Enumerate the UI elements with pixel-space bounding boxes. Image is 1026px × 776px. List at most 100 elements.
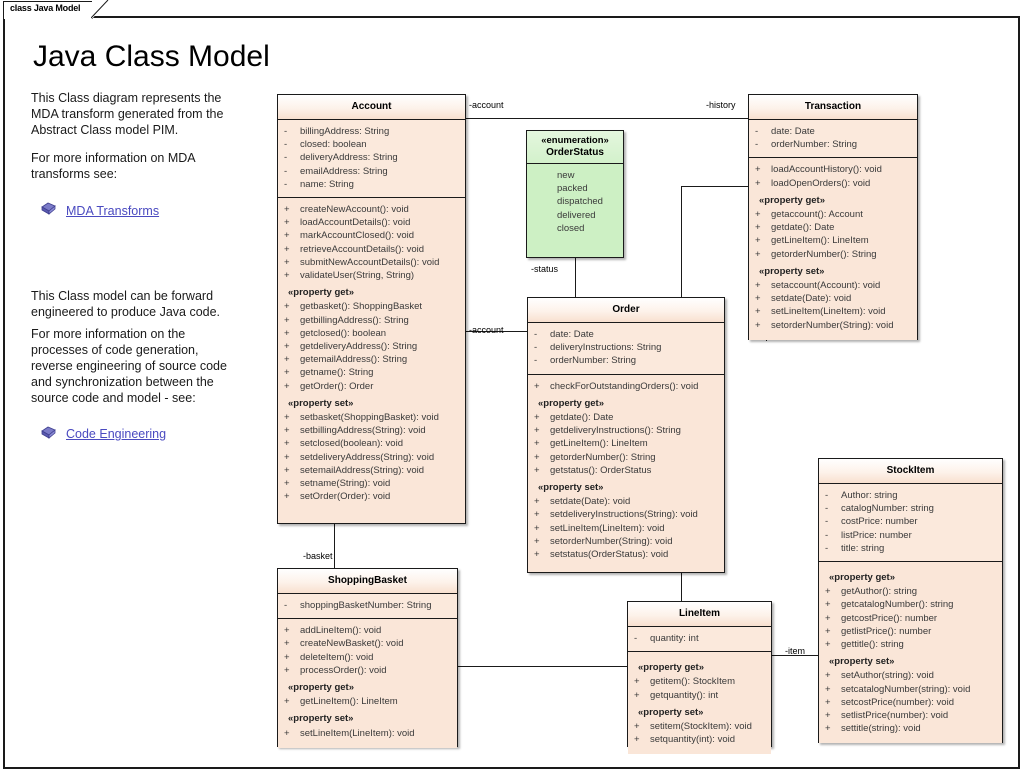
member-visibility: +: [284, 464, 290, 476]
member-visibility: +: [284, 256, 290, 268]
class-member-row: -costPrice: number: [819, 515, 1002, 528]
member-signature: setOrder(Order): void: [300, 491, 391, 503]
member-signature: gettitle(): string: [841, 639, 904, 651]
member-signature: setAuthor(string): void: [841, 670, 934, 682]
member-signature: catalogNumber: string: [841, 503, 934, 515]
connector-label-account-top: -account: [469, 100, 504, 110]
class-member-row: -orderNumber: String: [749, 138, 917, 151]
member-signature: deliveryInstructions: String: [550, 342, 662, 354]
class-member-row: +getLineItem(): LineItem: [528, 437, 724, 450]
class-attributes-lineitem: -quantity: int: [628, 627, 771, 653]
member-signature: Author: string: [841, 490, 898, 501]
class-member-row: +setOrder(Order): void: [278, 490, 465, 503]
class-member-row: +getstatus(): OrderStatus: [528, 464, 724, 477]
class-member-row: -catalogNumber: string: [819, 502, 1002, 515]
member-signature: shoppingBasketNumber: String: [300, 600, 432, 611]
class-attributes-transaction: -date: Date-orderNumber: String: [749, 120, 917, 159]
class-member-row: +setorderNumber(String): void: [528, 535, 724, 548]
diagram-tab-corner-line: [91, 0, 109, 19]
class-member-row: -name: String: [278, 178, 465, 191]
class-attributes-stockitem: - Author: string-catalogNumber: string-co…: [819, 484, 1002, 563]
member-visibility: -: [284, 152, 288, 164]
member-visibility: +: [755, 209, 761, 221]
link-mda-transforms[interactable]: MDA Transforms: [66, 204, 160, 218]
member-visibility: +: [534, 438, 540, 450]
member-visibility: +: [755, 177, 761, 189]
member-signature: processOrder(): void: [300, 664, 387, 676]
class-member-row: +submitNewAccountDetails(): void: [278, 256, 465, 269]
connector-orderstatus-order: [575, 257, 576, 298]
member-signature: getstatus(): OrderStatus: [550, 464, 652, 476]
member-signature: getorderNumber(): String: [550, 451, 656, 463]
member-visibility: +: [284, 651, 290, 663]
class-member-row: -billingAddress: String: [278, 125, 465, 138]
class-member-row: +setquantity(int): void: [628, 733, 771, 746]
class-member-row: -emailAddress: String: [278, 165, 465, 178]
member-visibility: +: [634, 689, 640, 701]
member-signature: setstatus(OrderStatus): void: [550, 549, 669, 561]
member-visibility: +: [284, 327, 290, 339]
class-box-order[interactable]: Order -date: Date-deliveryInstructions: …: [527, 297, 725, 573]
member-stereotype: «property set»: [288, 713, 354, 725]
class-name-order: Order: [528, 298, 724, 323]
member-visibility: -: [284, 139, 288, 151]
class-member-row: +getOrder(): Order: [278, 380, 465, 393]
connector-account-transaction: [466, 118, 749, 119]
member-signature: dispatched: [557, 196, 603, 208]
member-signature: getdeliveryAddress(): String: [300, 341, 418, 353]
class-member-row: +setorderNumber(String): void: [749, 319, 917, 332]
class-member-row: +getcatalogNumber(): string: [819, 598, 1002, 611]
member-signature: setaccount(Account): void: [771, 280, 881, 292]
class-box-account[interactable]: Account -billingAddress: String-closed: …: [277, 94, 466, 524]
member-visibility: -: [825, 516, 829, 528]
member-stereotype: «property set»: [638, 706, 704, 718]
class-member-row: +setbasket(ShoppingBasket): void: [278, 411, 465, 424]
connector-label-basket: -basket: [303, 551, 333, 561]
member-signature: setdate(Date): void: [550, 496, 631, 508]
member-stereotype: «property get»: [759, 194, 825, 206]
member-signature: getquantity(): int: [650, 689, 719, 701]
class-member-row: -deliveryInstructions: String: [528, 341, 724, 354]
class-member-row: +setcatalogNumber(string): void: [819, 683, 1002, 696]
member-visibility: +: [534, 535, 540, 547]
member-visibility: +: [284, 438, 290, 450]
class-box-stockitem[interactable]: StockItem -Author: string-catalogNumber:…: [818, 458, 1003, 744]
member-signature: setcatalogNumber(string): void: [841, 683, 971, 695]
class-member-row: -date: Date: [528, 328, 724, 341]
member-signature: name: String: [300, 178, 354, 190]
member-visibility: +: [534, 380, 540, 392]
class-box-shoppingbasket[interactable]: ShoppingBasket -shoppingBasketNumber: St…: [277, 568, 458, 748]
class-member-row: +checkForOutstandingOrders(): void: [528, 380, 724, 393]
member-signature: setLineItem(LineItem): void: [550, 522, 665, 534]
member-visibility: +: [534, 425, 540, 437]
class-box-transaction[interactable]: Transaction -date: Date-orderNumber: Str…: [748, 94, 918, 340]
class-box-lineitem[interactable]: LineItem -quantity: int «property get»+g…: [627, 601, 772, 755]
member-signature: createNewAccount(): void: [300, 204, 409, 216]
class-member-row: +markAccountClosed(): void: [278, 229, 465, 242]
class-member-row: packed: [527, 182, 623, 195]
member-visibility: -: [284, 600, 288, 611]
note-code-generation: For more information on the processes of…: [31, 327, 227, 405]
class-member-row: +getlistPrice(): number: [819, 625, 1002, 638]
member-signature: setdate(Date): void: [771, 293, 852, 305]
member-visibility: +: [825, 639, 831, 651]
member-visibility: +: [284, 341, 290, 353]
link-code-engineering[interactable]: Code Engineering: [66, 427, 167, 441]
member-signature: settitle(string): void: [841, 723, 921, 735]
class-member-row: -listPrice: number: [819, 529, 1002, 542]
member-visibility: -: [284, 165, 288, 177]
connector-lineitem-stockitem: [772, 655, 819, 656]
member-visibility: +: [825, 625, 831, 637]
connector-label-item: -item: [785, 646, 805, 656]
class-operations-account: +createNewAccount(): void+loadAccountDet…: [278, 198, 465, 512]
member-signature: setclosed(boolean): void: [300, 438, 403, 450]
class-member-row: +retrieveAccountDetails(): void: [278, 243, 465, 256]
member-visibility: +: [284, 270, 290, 282]
member-visibility: +: [284, 217, 290, 229]
class-name-account: Account: [278, 95, 465, 120]
member-signature: listPrice: number: [841, 529, 912, 541]
member-signature: date: Date: [771, 126, 815, 137]
class-member-row: +createNewAccount(): void: [278, 203, 465, 216]
